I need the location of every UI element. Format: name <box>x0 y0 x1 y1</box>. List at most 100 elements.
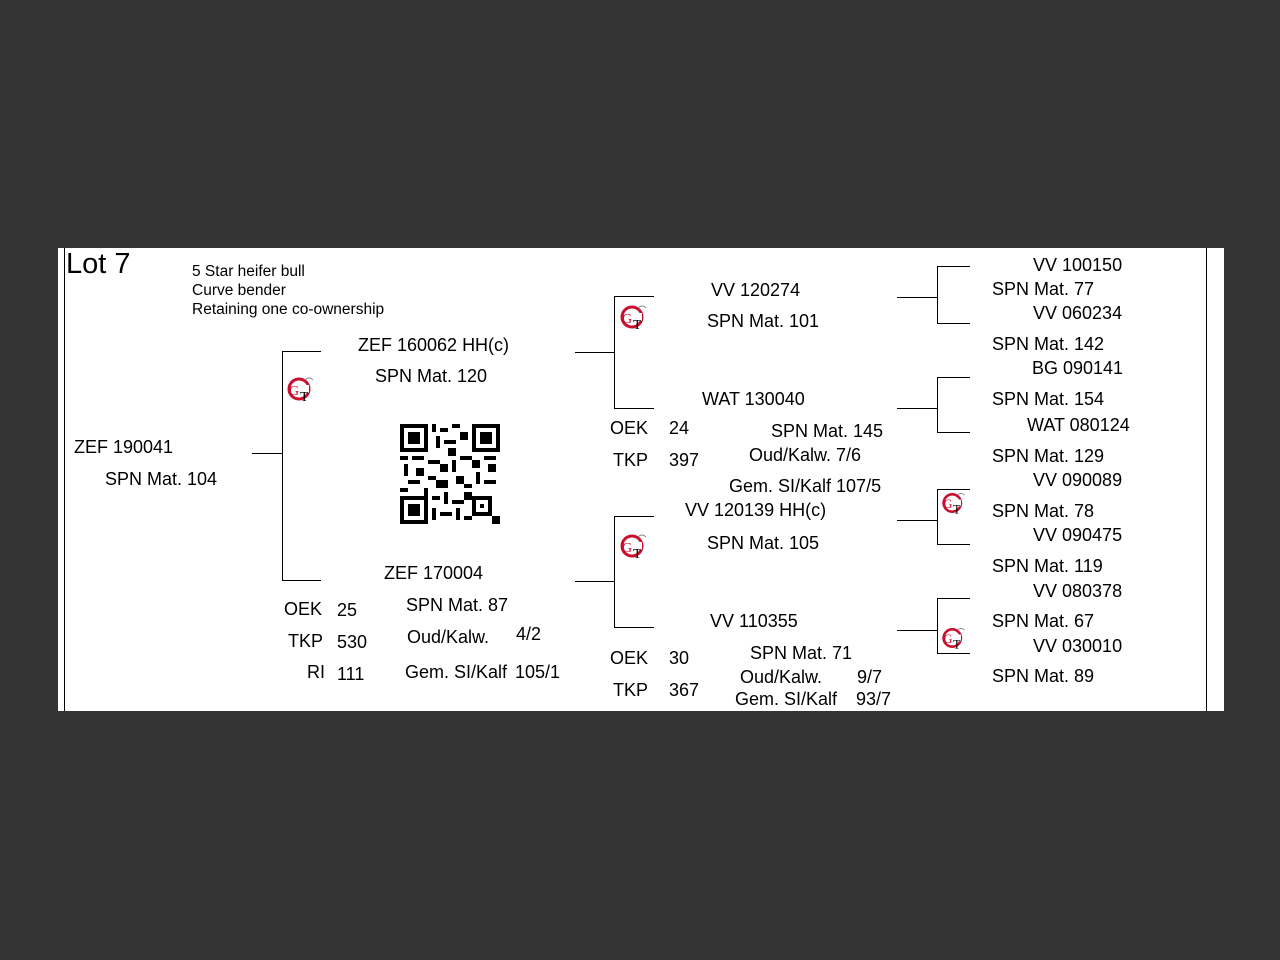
connector-line <box>937 489 938 544</box>
sire-sire-mat: SPN Mat. 101 <box>707 311 820 331</box>
connector-line <box>937 266 970 267</box>
ancestor-id: VV 090089 <box>1033 470 1123 490</box>
gt-logo-icon: GT <box>620 305 647 332</box>
sire-id: ZEF 160062 HH(c) <box>358 335 510 355</box>
ancestor-id: VV 060234 <box>1033 303 1123 323</box>
connector-line <box>897 630 937 631</box>
connector-line <box>937 653 970 654</box>
connector-line <box>897 408 937 409</box>
dam-oud-label: Oud/Kalw. <box>407 627 490 647</box>
ancestor-mat: SPN Mat. 77 <box>992 279 1095 299</box>
sire-dam-oek-value: 24 <box>669 418 690 438</box>
sire-dam-oek-label: OEK <box>610 418 649 438</box>
note-line: Retaining one co-ownership <box>192 301 385 318</box>
dam-dam-oek-value: 30 <box>669 648 690 668</box>
connector-line <box>282 580 321 581</box>
sire-dam-tkp-label: TKP <box>613 450 649 470</box>
connector-line <box>937 432 970 433</box>
dam-dam-gem-label: Gem. SI/Kalf <box>735 689 838 709</box>
subject-mat: SPN Mat. 104 <box>105 469 218 489</box>
lot-title: Lot 7 <box>66 248 131 280</box>
svg-text:GT: GT <box>944 497 962 516</box>
connector-line <box>282 351 283 580</box>
dam-ri-label: RI <box>307 662 325 682</box>
connector-line <box>937 266 938 323</box>
connector-line <box>897 297 937 298</box>
dam-sire-id: VV 120139 HH(c) <box>685 500 827 520</box>
note-line: 5 Star heifer bull <box>192 263 305 280</box>
connector-line <box>614 516 615 627</box>
gt-logo-icon: GT <box>942 628 965 651</box>
sire-dam-tkp-value: 397 <box>669 450 700 470</box>
dam-tkp-label: TKP <box>288 631 324 651</box>
note-line: Curve bender <box>192 282 286 299</box>
dam-gem-label: Gem. SI/Kalf <box>405 662 508 682</box>
dam-dam-oud-label: Oud/Kalw. <box>740 667 823 687</box>
connector-line <box>937 377 970 378</box>
ancestor-id: WAT 080124 <box>1027 415 1130 435</box>
connector-line <box>575 581 614 582</box>
connector-line <box>614 296 615 408</box>
dam-dam-oek-label: OEK <box>610 648 649 668</box>
connector-line <box>937 544 970 545</box>
svg-text:GT: GT <box>289 384 309 404</box>
dam-dam-tkp-value: 367 <box>669 680 700 700</box>
ancestor-id: VV 100150 <box>1033 255 1123 275</box>
sire-dam-id: WAT 130040 <box>702 389 805 409</box>
svg-text:GT: GT <box>622 312 642 332</box>
gt-logo-icon: GT <box>620 534 647 561</box>
ancestor-mat: SPN Mat. 129 <box>992 446 1105 466</box>
ancestor-mat: SPN Mat. 142 <box>992 334 1105 354</box>
sire-dam-gem: Gem. SI/Kalf 107/5 <box>729 476 882 496</box>
ancestor-id: VV 090475 <box>1033 525 1123 545</box>
left-border <box>64 248 65 711</box>
right-border <box>1206 248 1207 711</box>
connector-line <box>937 489 970 490</box>
sire-mat: SPN Mat. 120 <box>375 366 488 386</box>
dam-gem-value: 105/1 <box>515 662 561 682</box>
connector-line <box>937 377 938 432</box>
dam-dam-oud-value: 9/7 <box>857 667 883 687</box>
dam-oek-label: OEK <box>284 599 323 619</box>
sire-dam-oud: Oud/Kalw. 7/6 <box>749 445 862 465</box>
qr-code <box>400 424 500 524</box>
connector-line <box>614 627 654 628</box>
dam-tkp-value: 530 <box>337 632 368 652</box>
dam-dam-mat: SPN Mat. 71 <box>750 643 853 663</box>
ancestor-id: VV 080378 <box>1033 581 1123 601</box>
subject-id: ZEF 190041 <box>74 437 174 457</box>
dam-sire-mat: SPN Mat. 105 <box>707 533 820 553</box>
sire-dam-mat: SPN Mat. 145 <box>771 421 884 441</box>
sire-sire-id: VV 120274 <box>711 280 801 300</box>
ancestor-mat: SPN Mat. 119 <box>992 556 1103 576</box>
ancestor-id: BG 090141 <box>1032 358 1124 378</box>
connector-line <box>614 296 654 297</box>
connector-line <box>937 598 970 599</box>
dam-ri-value: 111 <box>337 664 365 684</box>
ancestor-mat: SPN Mat. 154 <box>992 389 1105 409</box>
dam-dam-gem-value: 93/7 <box>856 689 892 709</box>
ancestor-id: VV 030010 <box>1033 636 1123 656</box>
connector-line <box>252 453 282 454</box>
ancestor-mat: SPN Mat. 78 <box>992 501 1095 521</box>
svg-text:GT: GT <box>622 541 642 561</box>
connector-line <box>937 598 938 653</box>
dam-dam-id: VV 110355 <box>710 611 798 631</box>
dam-mat: SPN Mat. 87 <box>406 595 509 615</box>
svg-text:GT: GT <box>944 632 962 651</box>
connector-line <box>614 516 654 517</box>
connector-line <box>575 352 614 353</box>
dam-oek-value: 25 <box>337 600 358 620</box>
gt-logo-icon: GT <box>287 377 314 404</box>
connector-line <box>614 408 654 409</box>
connector-line <box>282 351 321 352</box>
pedigree-sheet: Lot 7 5 Star heifer bull Curve bender Re… <box>58 248 1224 711</box>
dam-oud-value: 4/2 <box>516 624 542 644</box>
gt-logo-icon: GT <box>942 493 965 516</box>
dam-id: ZEF 170004 <box>384 563 484 583</box>
dam-dam-tkp-label: TKP <box>613 680 649 700</box>
connector-line <box>937 323 970 324</box>
ancestor-mat: SPN Mat. 89 <box>992 666 1095 686</box>
ancestor-mat: SPN Mat. 67 <box>992 611 1095 631</box>
connector-line <box>897 520 937 521</box>
